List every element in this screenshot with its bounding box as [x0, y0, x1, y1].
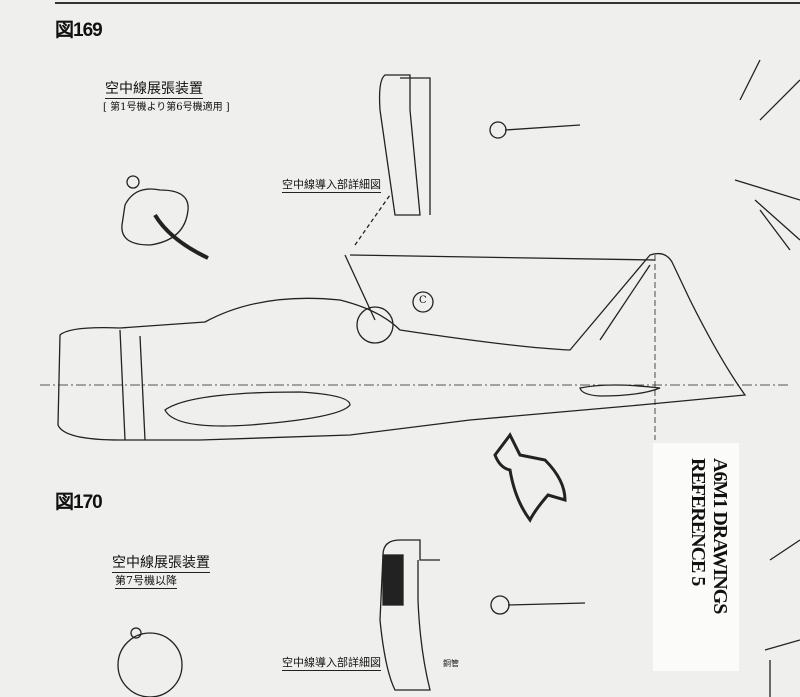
callout-c: C [419, 295, 427, 306]
fin-line [599, 264, 651, 341]
figure-169-device-title: 空中線展張装置 [105, 78, 203, 99]
reel-170 [117, 632, 183, 697]
figure-170-number: 図170 [55, 492, 103, 513]
figure-169-number: 図169 [55, 20, 103, 41]
wing-section [164, 391, 351, 427]
callout-circle [412, 291, 434, 313]
cowling [119, 329, 146, 441]
figure-170-tube-note: 銅管 [443, 659, 459, 668]
mast-detail-170 [379, 539, 440, 691]
figure-170-detail-title: 空中線導入部詳細図 [282, 656, 381, 671]
figure-170-device-title: 空中線展張装置 [112, 552, 210, 573]
label-line-1: A6M1 DRAWINGS [709, 458, 731, 614]
detail-circle [356, 306, 394, 344]
reference-label-text: A6M1 DRAWINGS REFERENCE 5 [687, 458, 731, 613]
fuselage-outline [57, 252, 747, 441]
label-line-2: REFERENCE 5 [687, 458, 709, 586]
figure-170-device-subtitle: 第7号機以降 [115, 574, 177, 589]
mast-detail-169 [378, 74, 431, 216]
figure-169-detail-title: 空中線導入部詳細図 [282, 178, 381, 193]
figure-169-device-subtitle: [ 第1号機より第6号機適用 ] [103, 102, 230, 113]
antenna-wire [349, 254, 656, 261]
pointer-arrow [493, 432, 567, 523]
reference-label-card: A6M1 DRAWINGS REFERENCE 5 [653, 443, 739, 671]
reel-169 [121, 188, 189, 246]
top-rule [55, 2, 800, 4]
tailplane [579, 384, 661, 397]
